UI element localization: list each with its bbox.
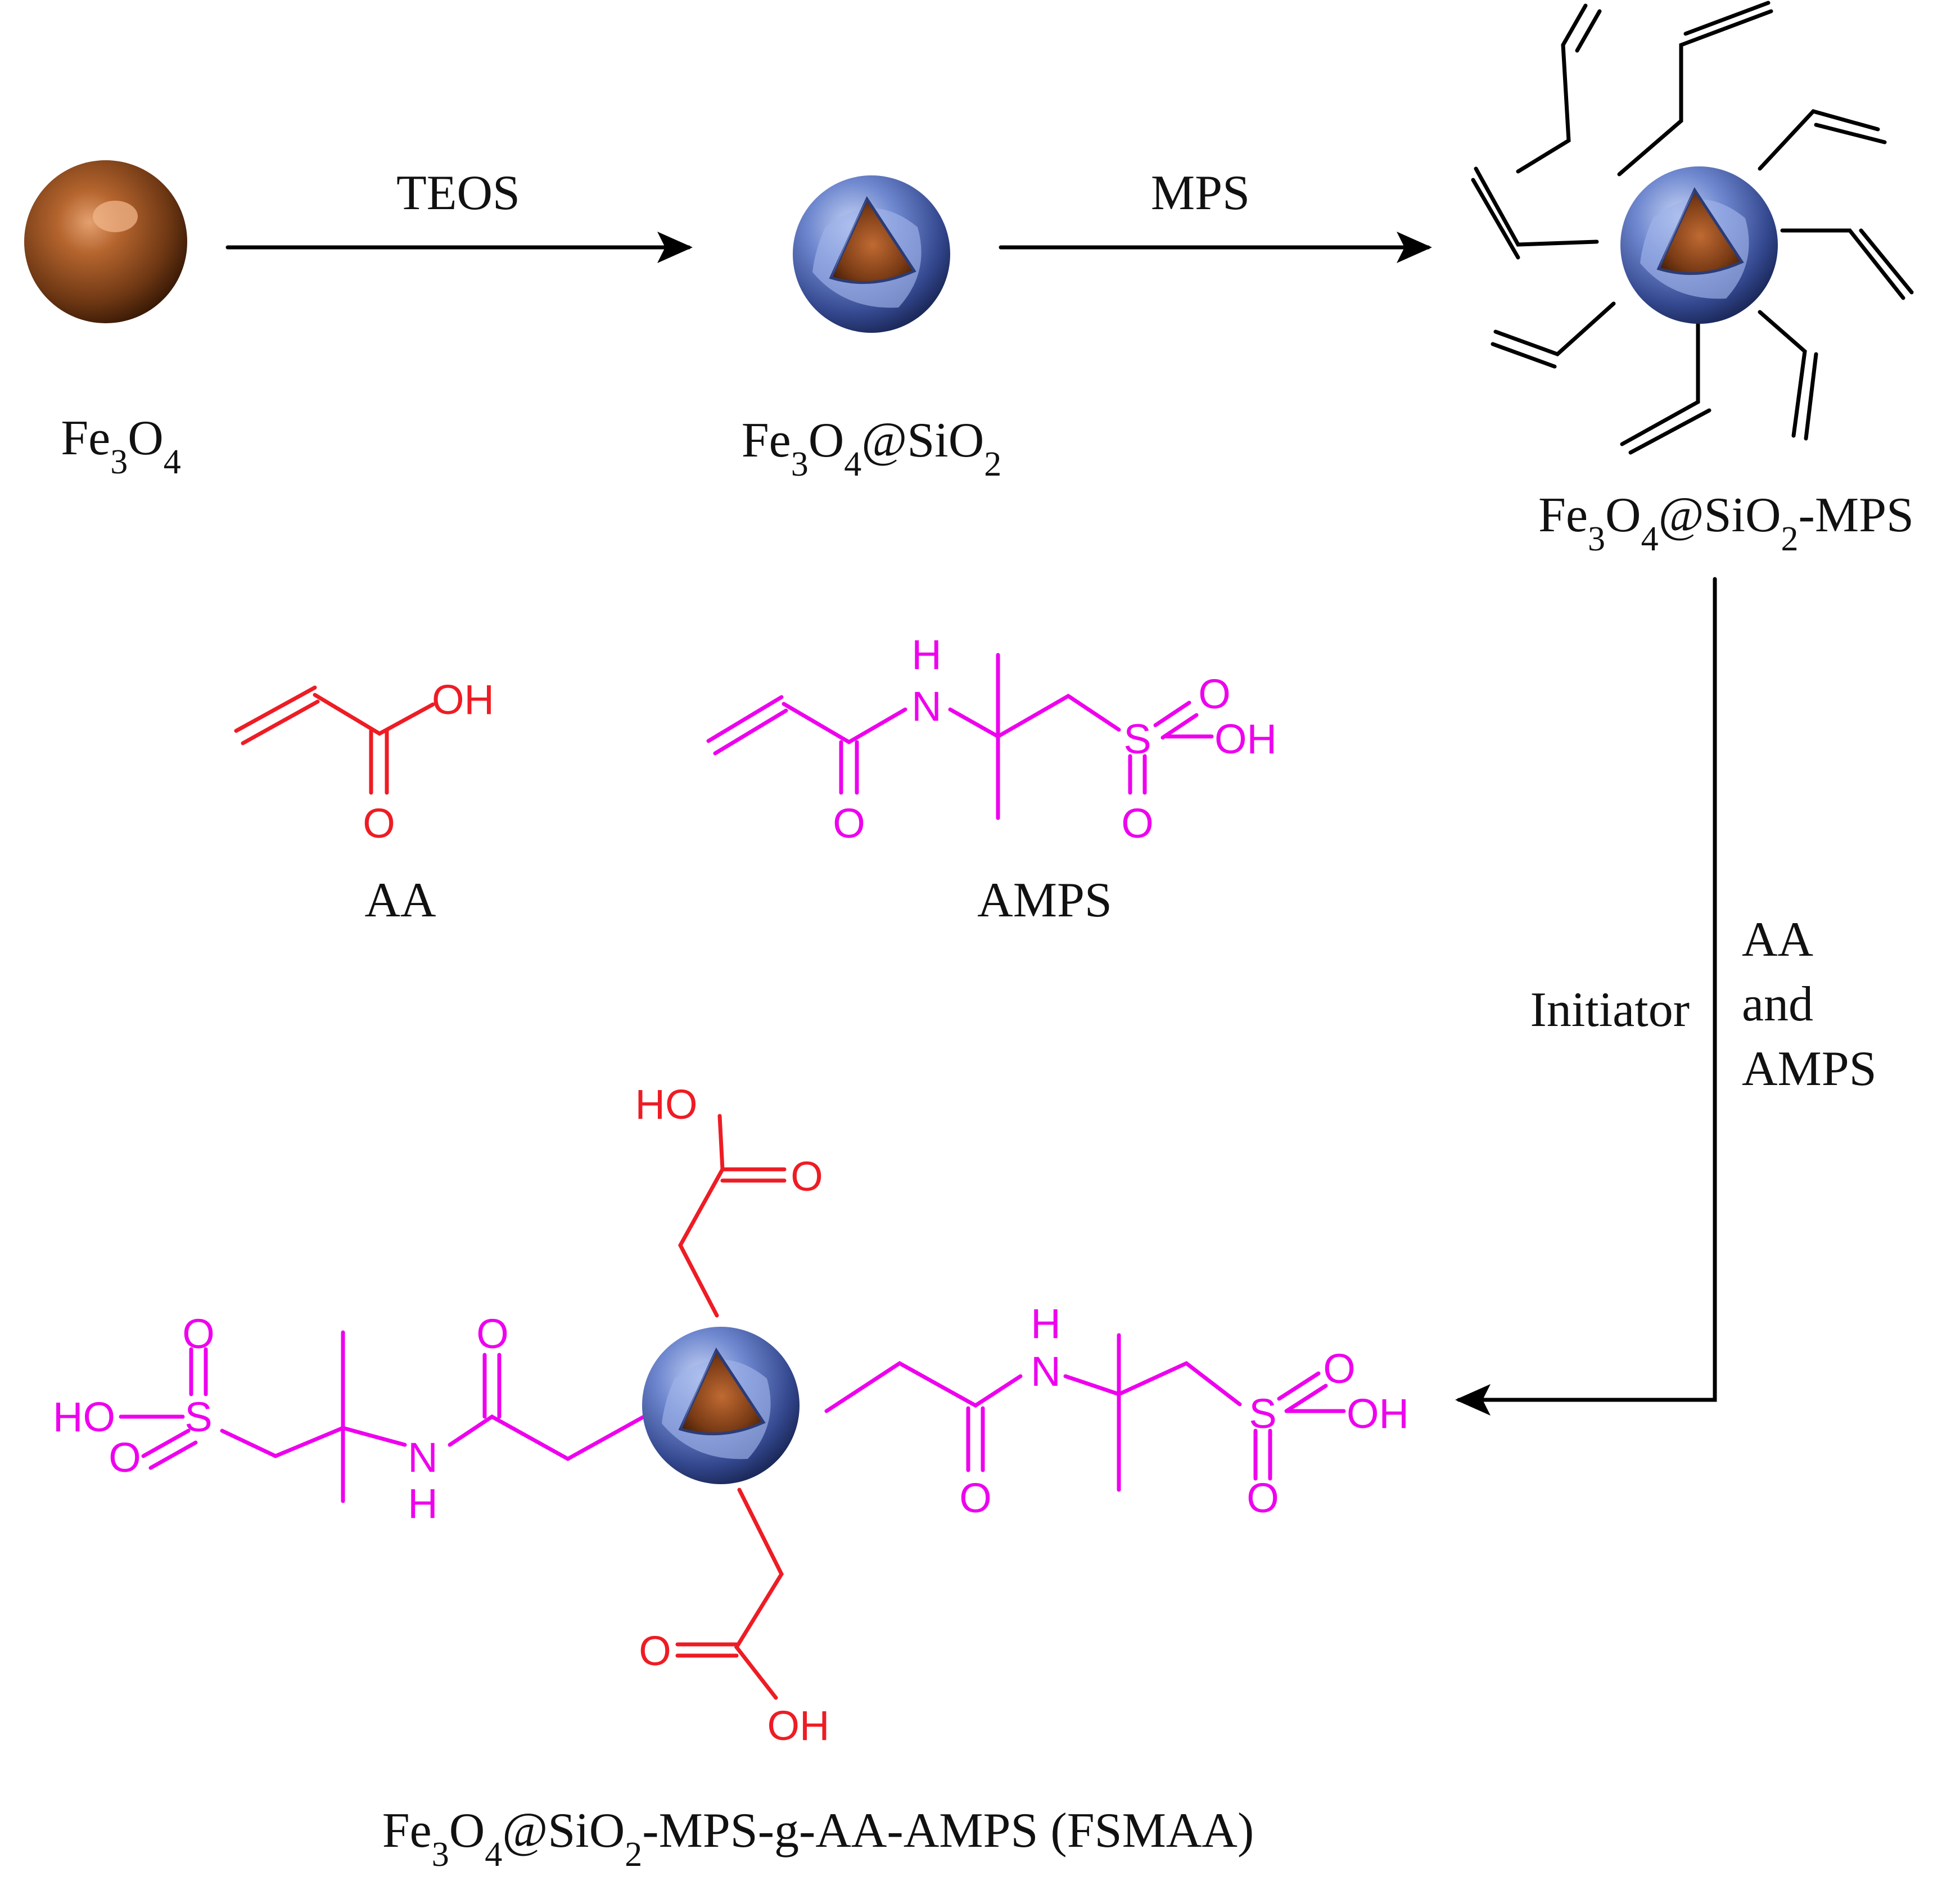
svg-text:N: N — [1031, 1348, 1060, 1395]
svg-text:O: O — [476, 1310, 509, 1357]
fe3o4-particle — [24, 160, 187, 323]
label-monomer-aa: AA — [1742, 912, 1813, 967]
fsmaa-grafted-chains: HO O O OH O N H S O OH O — [53, 1081, 1409, 1749]
svg-text:O: O — [1198, 671, 1231, 717]
svg-text:O: O — [182, 1310, 215, 1357]
svg-text:H: H — [1031, 1300, 1060, 1347]
svg-text:OH: OH — [1214, 716, 1277, 762]
svg-text:OH: OH — [1347, 1390, 1409, 1437]
label-fe3o4-sio2: Fe3O4@SiO2 — [742, 413, 1002, 483]
svg-text:HO: HO — [635, 1081, 698, 1128]
amps-structure: O N H S O OH O — [706, 631, 1277, 847]
fe3o4-sio2-mps-particle — [1620, 166, 1778, 324]
aa-structure: OH O — [234, 676, 494, 847]
reagent-teos: TEOS — [396, 166, 520, 220]
svg-text:S: S — [1249, 1390, 1276, 1437]
svg-text:O: O — [791, 1153, 823, 1200]
svg-text:O: O — [639, 1628, 671, 1674]
svg-text:S: S — [1123, 716, 1151, 762]
fe3o4-sio2-particle — [793, 175, 950, 333]
svg-text:S: S — [184, 1394, 212, 1440]
label-fsmaa: Fe3O4@SiO2-MPS-g-AA-AMPS (FSMAA) — [382, 1803, 1254, 1874]
svg-text:O: O — [363, 800, 395, 847]
svg-text:O: O — [833, 800, 865, 847]
arrow-grafting — [1455, 577, 1717, 1416]
svg-text:O: O — [109, 1434, 141, 1481]
svg-text:N: N — [408, 1434, 437, 1481]
svg-text:H: H — [911, 631, 941, 678]
label-initiator: Initiator — [1530, 983, 1690, 1037]
label-monomer-and: and — [1742, 977, 1813, 1032]
svg-text:O: O — [1323, 1345, 1356, 1392]
label-aa: AA — [364, 873, 436, 928]
label-fe3o4: Fe3O4 — [61, 411, 181, 481]
svg-text:OH: OH — [767, 1702, 830, 1749]
svg-text:H: H — [408, 1480, 437, 1527]
label-fe3o4-sio2-mps: Fe3O4@SiO2-MPS — [1538, 488, 1914, 558]
svg-text:O: O — [959, 1475, 992, 1521]
svg-text:OH: OH — [432, 676, 494, 723]
svg-text:N: N — [911, 683, 941, 730]
label-amps: AMPS — [977, 873, 1112, 928]
fsmaa-particle — [642, 1327, 800, 1484]
svg-text:O: O — [1121, 800, 1154, 847]
vinyl-arms — [1471, 1, 1914, 455]
svg-text:O: O — [1247, 1475, 1279, 1521]
label-monomer-amps: AMPS — [1742, 1042, 1877, 1096]
svg-text:HO: HO — [53, 1394, 115, 1440]
reagent-mps: MPS — [1151, 166, 1250, 220]
